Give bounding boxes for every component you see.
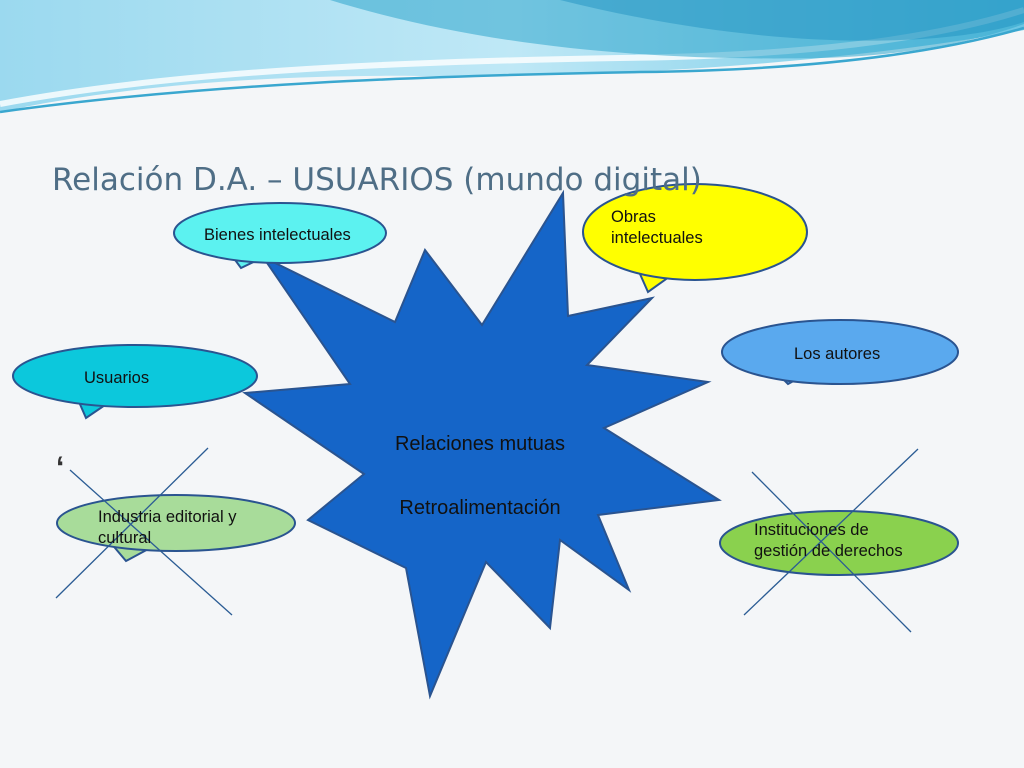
callout-label-industria-line2: cultural	[98, 529, 152, 548]
callout-industria	[56, 494, 296, 563]
banner-waves	[0, 0, 1024, 114]
callout-instituciones	[719, 510, 959, 576]
callout-label-bienes: Bienes intelectuales	[204, 226, 351, 244]
callout-obras	[582, 183, 808, 294]
callout-label-instituciones-line1: Instituciones de	[754, 521, 869, 539]
slide-title: Relación D.A. – USUARIOS (mundo digital)	[52, 162, 702, 198]
callout-bienes	[173, 202, 387, 270]
callout-label-obras: Obras intelectuales	[611, 207, 703, 250]
callout-label-obras-line1: Obras	[611, 208, 656, 226]
callout-label-industria-line1: Industria editorial y	[98, 508, 237, 526]
callout-label-industria: Industria editorial y cultural	[98, 507, 237, 550]
callout-autores	[721, 319, 959, 386]
center-label-relaciones: Relaciones mutuas	[394, 433, 566, 455]
stray-mark: ‘	[56, 451, 65, 484]
callout-label-instituciones: Instituciones de gestión de derechos	[754, 520, 903, 563]
cross-out-industria	[55, 447, 233, 616]
cross-out-instituciones	[743, 448, 919, 633]
center-label-retroalimentacion: Retroalimentación	[399, 497, 561, 519]
central-star	[242, 189, 722, 700]
callout-label-autores: Los autores	[794, 345, 881, 363]
callout-label-obras-line2: intelectuales	[611, 229, 703, 248]
callout-usuarios	[12, 344, 258, 420]
callout-label-instituciones-line2: gestión de derechos	[754, 542, 903, 561]
callout-label-usuarios: Usuarios	[84, 369, 150, 387]
